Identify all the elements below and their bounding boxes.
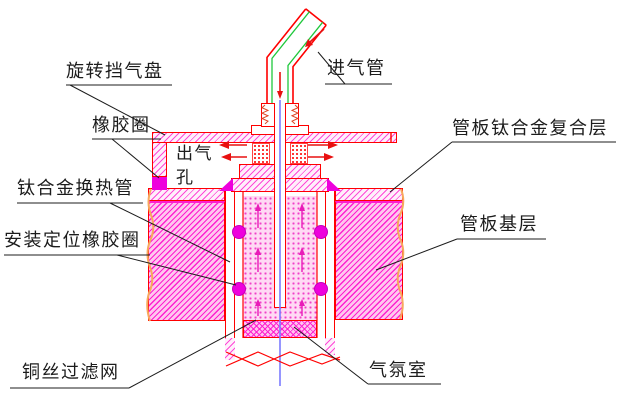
annulus-flow-arrows xyxy=(255,203,305,316)
label-rotating-baffle-disc: 旋转挡气盘 xyxy=(66,61,164,82)
label-rubber-ring: 橡胶圈 xyxy=(92,115,151,136)
label-base-layer: 管板基层 xyxy=(460,214,538,235)
outlet-filter-mesh-right xyxy=(290,143,308,164)
heat-exchange-tube-wall-left xyxy=(225,191,235,352)
label-copper-mesh: 铜丝过滤网 xyxy=(22,362,120,383)
tube-stub-left xyxy=(225,338,235,360)
label-inlet-pipe: 进气管 xyxy=(327,58,386,79)
heat-exchange-tube-wall-right xyxy=(325,191,335,352)
rubber-ring-seal xyxy=(152,177,167,190)
label-leaders xyxy=(4,51,616,389)
tube-sheet-base-layer-right xyxy=(335,201,403,320)
inlet-pipe-shape xyxy=(266,8,327,103)
outlet-flow-arrows xyxy=(219,141,338,161)
sheet-break-edges xyxy=(146,188,405,322)
tube-flare-seal-right xyxy=(327,178,341,191)
outlet-filter-mesh-left xyxy=(252,143,270,164)
label-positioning-ring: 安装定位橡胶圈 xyxy=(4,230,141,251)
tube-sheet-composite-layer-right xyxy=(335,188,403,201)
tube-sheet-composite-layer-left xyxy=(148,188,225,201)
label-composite-layer: 管板钛合金复合层 xyxy=(452,118,608,139)
positioning-rubber-rings xyxy=(232,225,328,296)
tube-break-zigzag xyxy=(225,351,341,367)
tube-stub-right xyxy=(325,338,335,355)
label-outlet-hole: 出气 孔 xyxy=(176,144,213,188)
inlet-flow-arrows xyxy=(277,28,325,99)
tube-flare-seal-left xyxy=(219,178,233,191)
baffle-disc-left-leg xyxy=(152,142,167,177)
label-titanium-tube: 钛合金换热管 xyxy=(17,178,134,199)
thread-symbol xyxy=(260,104,300,125)
label-atmosphere-chamber: 气氛室 xyxy=(369,360,428,381)
tube-sheet-base-layer-left xyxy=(148,201,225,321)
